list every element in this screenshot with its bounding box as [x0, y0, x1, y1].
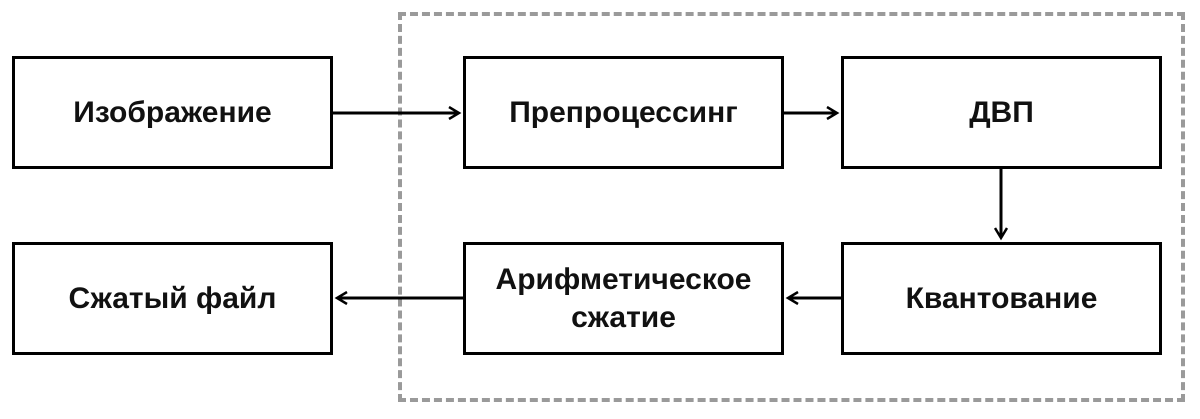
node-preprocessing: Препроцессинг: [463, 56, 784, 169]
node-arithmetic-compression-label: Арифметическое сжатие: [495, 262, 752, 334]
node-dwt-label: ДВП: [969, 95, 1034, 129]
node-compressed-file-label: Сжатый файл: [68, 281, 277, 315]
codec-group-frame: [398, 12, 1185, 402]
node-arithmetic-compression: Арифметическое сжатие: [463, 242, 784, 355]
node-quantization: Квантование: [841, 242, 1162, 355]
node-image: Изображение: [12, 56, 333, 169]
node-quantization-label: Квантование: [905, 281, 1098, 315]
node-dwt: ДВП: [841, 56, 1162, 169]
node-compressed-file: Сжатый файл: [12, 242, 333, 355]
node-image-label: Изображение: [73, 95, 272, 129]
node-preprocessing-label: Препроцессинг: [509, 95, 738, 129]
